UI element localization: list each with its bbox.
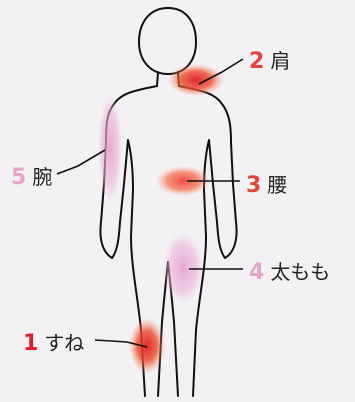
area-arm <box>98 94 122 202</box>
area-shoulder <box>168 64 224 96</box>
label-shoulder-text: 肩 <box>270 45 290 74</box>
label-shoulder: 2 肩 <box>249 45 290 74</box>
label-arm-number: 5 <box>11 165 26 190</box>
label-shin-number: 1 <box>23 331 38 356</box>
label-waist-number: 3 <box>246 173 261 198</box>
body-outline <box>100 8 236 396</box>
label-thigh-number: 4 <box>249 260 264 285</box>
label-arm-text: 腕 <box>32 161 52 190</box>
label-thigh-text: 太もも <box>270 256 330 285</box>
label-waist: 3 腰 <box>246 169 287 198</box>
area-thigh <box>163 232 203 304</box>
label-shoulder-number: 2 <box>249 49 264 74</box>
label-thigh: 4 太もも <box>249 256 330 285</box>
label-shin-text: すね <box>44 327 84 356</box>
label-shin: 1 すね <box>23 327 84 356</box>
leader-line-arm <box>57 150 105 174</box>
area-shin <box>129 318 165 374</box>
label-arm: 5 腕 <box>11 161 52 190</box>
label-waist-text: 腰 <box>267 169 287 198</box>
